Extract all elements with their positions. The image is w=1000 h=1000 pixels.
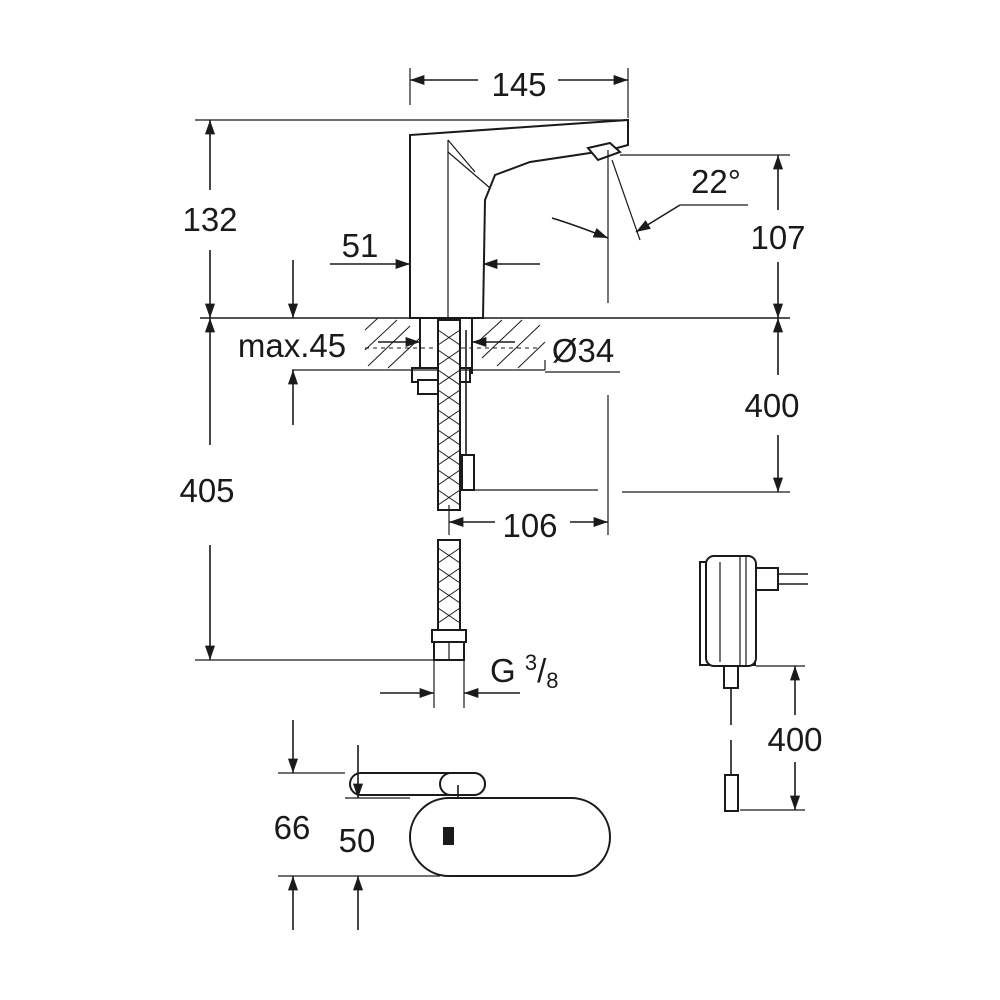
dim-51: 51 bbox=[342, 227, 379, 264]
power-adapter bbox=[699, 555, 808, 812]
countertop-section bbox=[200, 317, 790, 371]
dim-400-hose: 400 bbox=[744, 387, 799, 424]
dim-107: 107 bbox=[750, 219, 805, 256]
dim-thread-g-3-8: G 3/8 bbox=[490, 650, 559, 693]
dim-106: 106 bbox=[502, 507, 557, 544]
faucet-top-view bbox=[349, 772, 611, 877]
dim-400-adapter: 400 bbox=[767, 721, 822, 758]
outlet-aerator bbox=[586, 141, 622, 162]
dim-145: 145 bbox=[491, 66, 546, 103]
dim-50: 50 bbox=[339, 822, 376, 859]
dim-diameter-34: Ø34 bbox=[552, 332, 614, 369]
dim-22-degrees: 22° bbox=[691, 163, 741, 200]
dim-66: 66 bbox=[274, 809, 311, 846]
sensor-window bbox=[443, 827, 454, 845]
supply-hose bbox=[431, 319, 475, 661]
dim-132: 132 bbox=[182, 201, 237, 238]
dim-max-45: max.45 bbox=[238, 327, 346, 364]
dim-405: 405 bbox=[179, 472, 234, 509]
